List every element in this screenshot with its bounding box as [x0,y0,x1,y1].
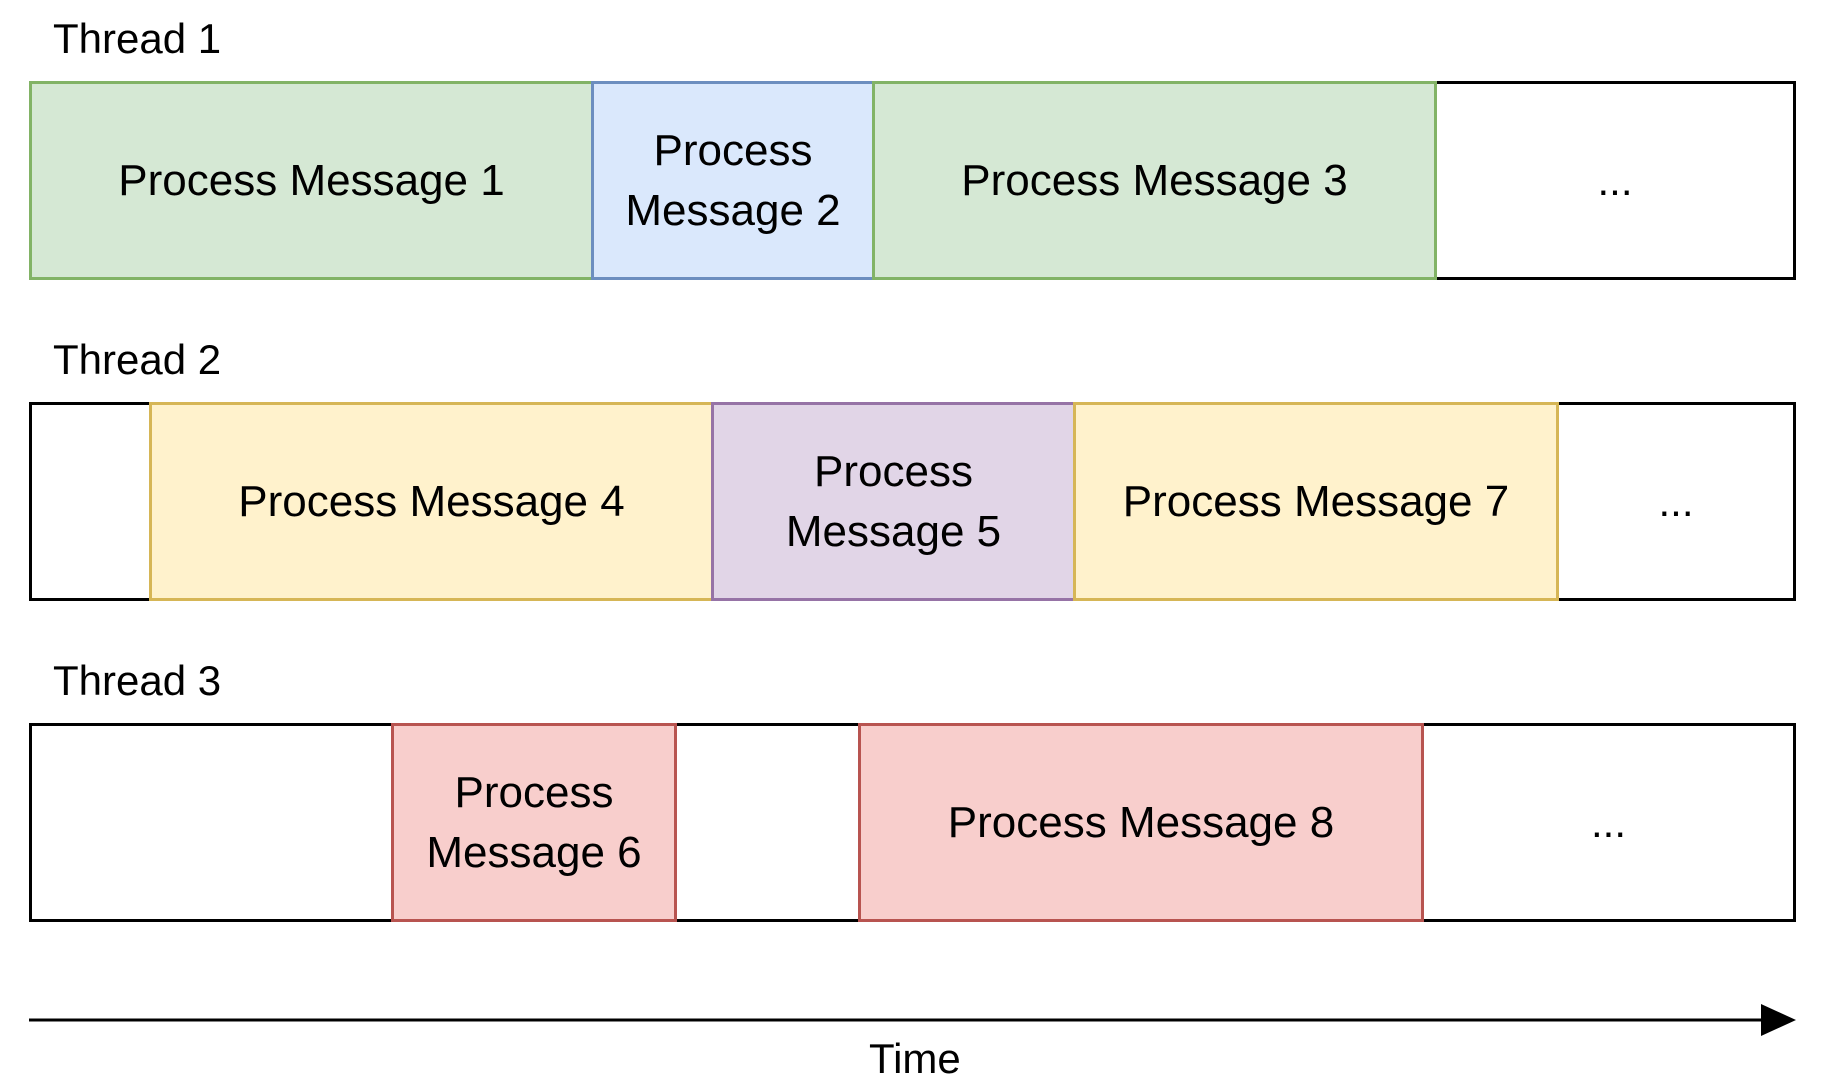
thread-1-block-2: Process Message 2 [591,81,875,280]
time-axis-label: Time [869,1035,961,1082]
thread-3-block-2: Process Message 8 [858,723,1424,922]
block-label: Process Message 8 [947,797,1335,847]
block-label: Process Message 6 [426,767,642,877]
thread-1-ellipsis: ... [1597,156,1633,204]
block-label: Process Message 5 [785,446,1002,556]
thread-2-block-1: Process Message 4 [149,402,714,601]
block-label: Process Message 3 [961,155,1348,205]
thread-2-label: Thread 2 [53,336,222,383]
thread-1-block-1: Process Message 1 [29,81,594,280]
time-axis-arrow [29,1004,1796,1036]
thread-1-lane: Process Message 1 Process Message 2 Proc… [29,81,1796,280]
thread-2-ellipsis: ... [1658,477,1694,525]
thread-3-ellipsis: ... [1590,798,1626,846]
thread-1-block-3: Process Message 3 [872,81,1437,280]
thread-3-label: Thread 3 [53,657,222,704]
block-label: Process Message 4 [238,476,625,526]
thread-3-lane: Process Message 6 Process Message 8 ... [29,723,1796,922]
block-label: Process Message 7 [1122,476,1510,526]
thread-3-block-1: Process Message 6 [391,723,677,922]
thread-2-block-2: Process Message 5 [711,402,1076,601]
thread-2-block-3: Process Message 7 [1073,402,1559,601]
block-label: Process Message 1 [118,155,505,205]
time-axis-arrowhead [1761,1004,1796,1036]
thread-2-lane: Process Message 4 Process Message 5 Proc… [29,402,1796,601]
block-label: Process Message 2 [625,125,841,235]
thread-1-label: Thread 1 [53,15,222,62]
